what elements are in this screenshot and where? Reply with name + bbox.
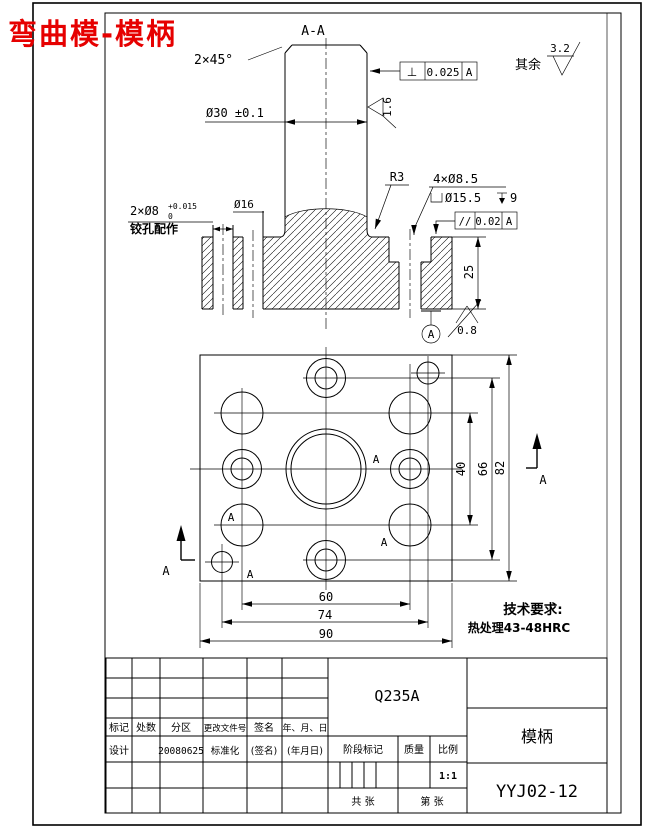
tb-stage-mark: 阶段标记 [343, 743, 383, 756]
dim-60: 60 [319, 590, 333, 604]
surface-note-value: 3.2 [550, 42, 570, 55]
parallelism-frame: // 0.02 A [433, 211, 518, 234]
section-view: A-A 2×45° ⊥ 0.025 A 1.6 Ø30 ±0.1 R3 [128, 24, 518, 344]
dim-40: 40 [454, 462, 468, 476]
sheet-borders [32, 2, 642, 826]
tb-mass: 质量 [404, 744, 424, 756]
tb-design: 设计 [109, 744, 129, 757]
tech-req-heading: 技术要求: [503, 601, 562, 618]
tb-sheet-no: 第 张 [420, 795, 443, 808]
tb-header-zone: 分区 [171, 722, 191, 734]
shaft-outline [280, 44, 372, 238]
plate-outline [201, 211, 453, 310]
roughness-1-6: 1.6 [367, 97, 397, 129]
section-a-left: A [162, 564, 170, 578]
para-datum: A [506, 216, 513, 228]
para-value: 0.02 [475, 216, 500, 228]
thickness-label: 25 [462, 265, 476, 279]
dim-74: 74 [318, 608, 332, 622]
scale-value: 1:1 [439, 771, 457, 782]
hatch-main [263, 208, 452, 309]
surface-note-prefix: 其余 [515, 57, 541, 73]
section-cut-marks: A A A A A A [162, 433, 547, 581]
cb-dia-label: Ø15.5 [445, 191, 481, 205]
cb-depth-label: 9 [510, 191, 517, 205]
technical-requirements: 技术要求: 热处理43-48HRC [468, 601, 571, 635]
roughness-check-icon [552, 41, 581, 76]
section-a-bend3: A [373, 453, 380, 466]
para-symbol: // [459, 216, 472, 228]
tb-scale: 比例 [438, 743, 458, 756]
tb-date-placeholder: (年月日) [287, 745, 323, 757]
dowel-note: 铰孔配作 [130, 221, 178, 236]
section-a-bend4: A [381, 536, 388, 549]
plan-dimensions: 40 66 82 60 74 90 [200, 355, 512, 644]
tech-req-line1: 热处理43-48HRC [468, 620, 571, 635]
page-title: 弯曲模-模柄 [8, 17, 177, 51]
tb-standardization: 标准化 [211, 745, 240, 757]
tb-design-date: 20080625 [158, 746, 204, 757]
tb-sheets-total: 共 张 [351, 796, 374, 808]
tb-sign-placeholder: (签名) [251, 745, 277, 757]
datum-a: A [421, 310, 441, 344]
dim-82: 82 [493, 461, 507, 475]
tb-header-sign: 签名 [254, 721, 274, 734]
dowel-callout: 2×Ø8 +0.015 0 铰孔配作 [128, 202, 233, 236]
counterbore-icon [430, 193, 443, 203]
plan-view: 40 66 82 60 74 90 A A A A A A [162, 347, 547, 648]
section-a-right: A [539, 473, 547, 487]
section-a-bend1: A [228, 511, 235, 524]
section-centerlines [222, 38, 411, 332]
roughness-bottom-value: 0.8 [457, 324, 477, 337]
surface-note: 其余 3.2 [515, 41, 581, 76]
chamfer-label: 2×45° [194, 53, 233, 68]
drawing-number: YYJ02-12 [496, 782, 578, 802]
dim-66: 66 [476, 462, 490, 476]
section-arrow-right [532, 433, 542, 449]
counterbore-callout: 4×Ø8.5 Ø15.5 9 [411, 171, 517, 235]
roughness-0-8: 0.8 [447, 299, 482, 338]
cb-holes-label: 4×Ø8.5 [433, 171, 478, 186]
perp-value: 0.025 [426, 66, 459, 79]
dim-90: 90 [319, 627, 333, 641]
bore16-label: Ø16 [234, 198, 254, 211]
part-name: 模柄 [521, 727, 553, 746]
perpendicularity-frame: ⊥ 0.025 A [370, 61, 478, 81]
dowel-label: 2×Ø8 [130, 204, 159, 218]
title-block: 标记 处数 分区 更改文件号 签名 年、月、日 设计 20080625 标准化 … [105, 657, 608, 814]
section-label: A-A [301, 24, 325, 39]
tb-header-change-doc: 更改文件号 [204, 723, 247, 734]
shaft-dia-label: Ø30 ±0.1 [206, 106, 264, 120]
hatch-strip-mid [233, 237, 243, 309]
datum-label: A [428, 328, 435, 341]
tb-header-count: 处数 [136, 721, 156, 734]
tb-header-date: 年、月、日 [282, 722, 327, 734]
tb-header-mark: 标记 [109, 722, 129, 734]
roughness-side-value: 1.6 [381, 97, 394, 117]
fillet-label: R3 [390, 170, 404, 184]
perp-datum: A [466, 66, 473, 79]
dowel-tol-upper: +0.015 [168, 202, 197, 211]
plan-centerlines [190, 347, 517, 648]
plan-holes [211, 358, 440, 580]
section-a-bend2: A [247, 568, 254, 581]
depth-icon [497, 192, 507, 204]
section-arrow-left [176, 525, 186, 541]
dowel-tol-lower: 0 [168, 212, 173, 221]
perp-symbol: ⊥ [407, 65, 417, 79]
hatch-strip-left [202, 237, 213, 309]
material-label: Q235A [374, 687, 419, 705]
